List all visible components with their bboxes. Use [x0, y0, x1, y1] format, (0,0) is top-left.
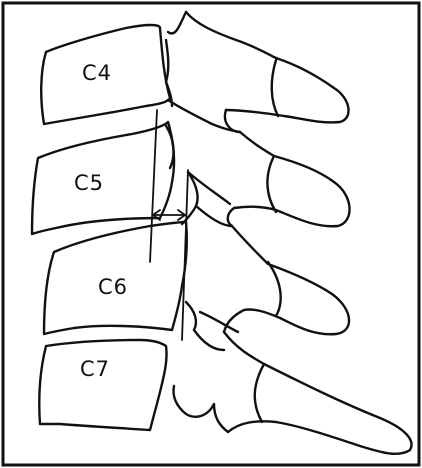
c7-label: C7 — [80, 357, 110, 381]
figure-frame — [3, 3, 419, 465]
c4-label: C4 — [82, 61, 112, 85]
c5-label: C5 — [74, 171, 104, 195]
c6-label: C6 — [98, 275, 128, 299]
